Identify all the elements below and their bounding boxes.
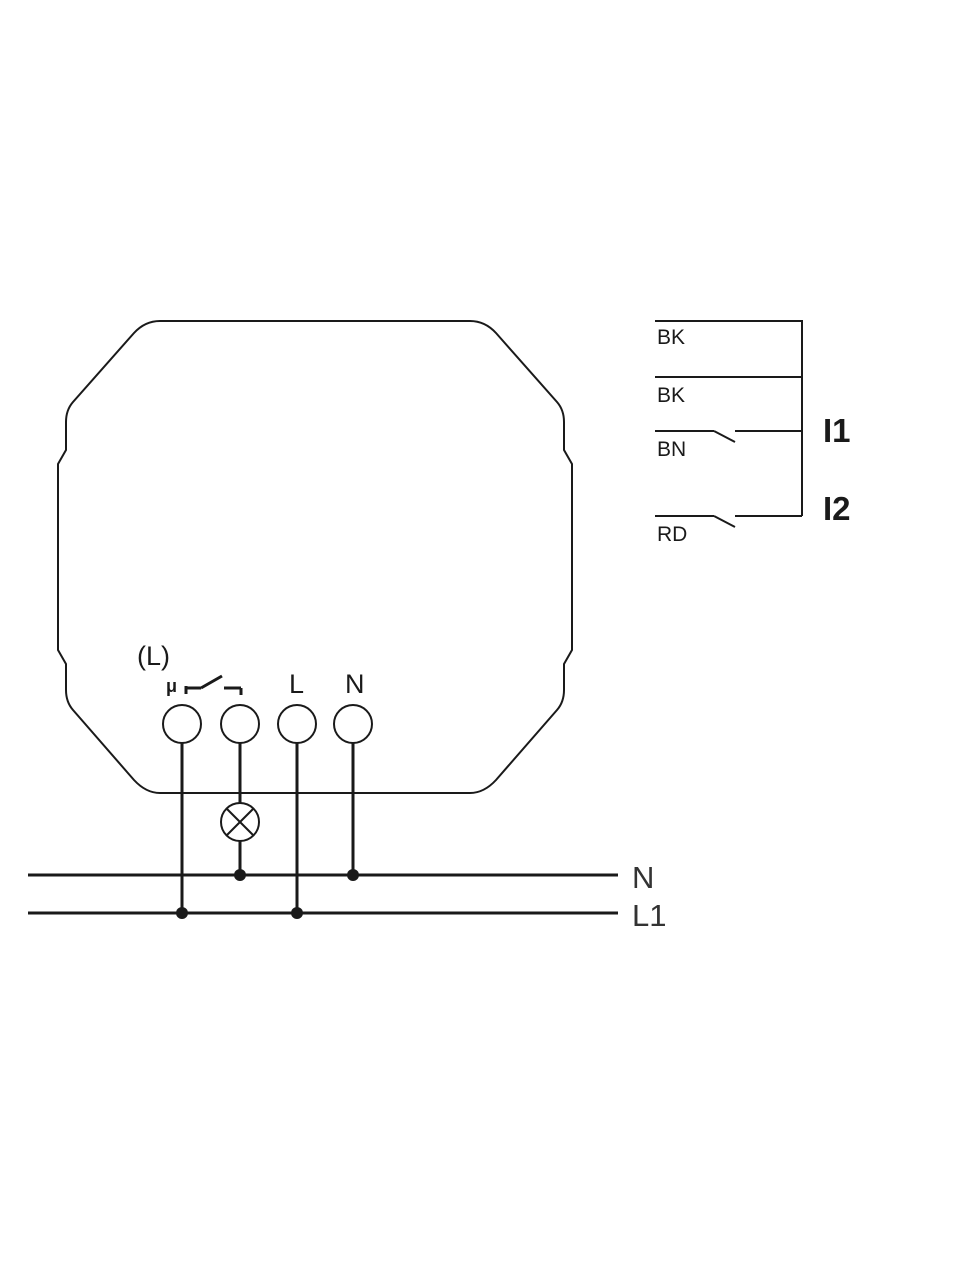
terminal-phase xyxy=(277,704,317,744)
label-wire-bk-2: BK xyxy=(657,384,685,407)
label-neutral-terminal: N xyxy=(345,669,365,699)
label-wire-bn: BN xyxy=(657,438,686,461)
label-switch-symbol: μ xyxy=(166,676,177,696)
label-bus-neutral: N xyxy=(632,860,654,895)
lamp-icon xyxy=(220,802,260,842)
label-input-i2: I2 xyxy=(823,490,851,527)
label-switched-output: (L) xyxy=(137,641,170,671)
label-wire-bk-1: BK xyxy=(657,326,685,349)
input-wiring xyxy=(655,320,803,528)
junction-dot xyxy=(234,869,246,881)
terminal-switched-output xyxy=(162,704,202,744)
label-bus-phase: L1 xyxy=(632,898,666,933)
junction-dot xyxy=(291,907,303,919)
device-housing xyxy=(57,320,573,794)
terminal-neutral xyxy=(333,704,373,744)
label-wire-rd: RD xyxy=(657,523,687,546)
label-input-i1: I1 xyxy=(823,412,851,449)
relay-contact-icon xyxy=(184,674,243,695)
terminal-switch-contact xyxy=(220,704,260,744)
junction-dot xyxy=(347,869,359,881)
junction-dot xyxy=(176,907,188,919)
label-phase-terminal: L xyxy=(289,669,304,699)
